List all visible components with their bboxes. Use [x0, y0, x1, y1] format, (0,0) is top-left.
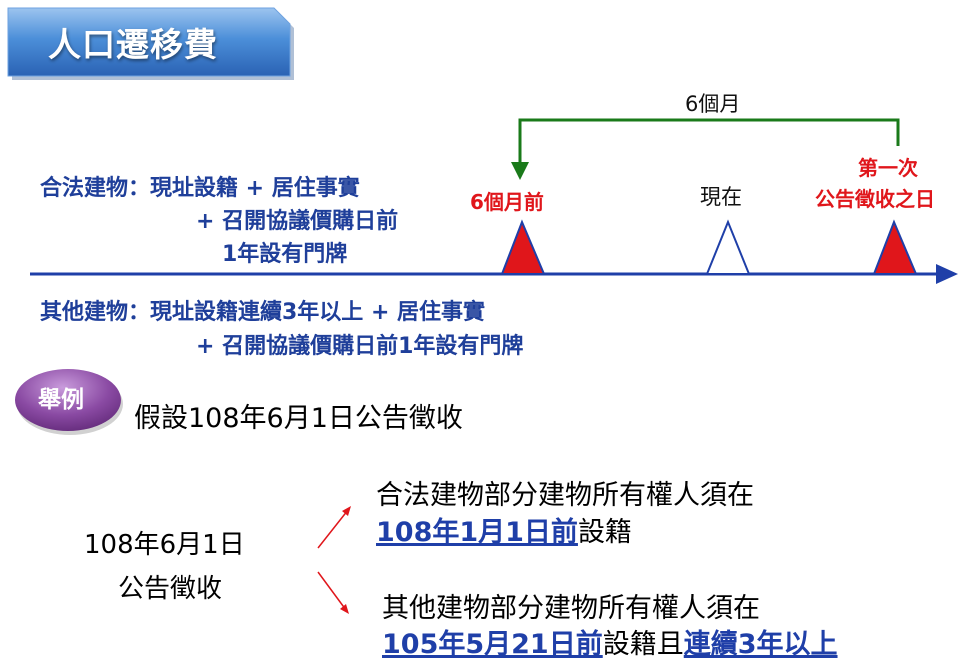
now-marker: [705, 219, 751, 275]
now-label: 現在: [700, 185, 742, 209]
title-banner: [7, 7, 294, 80]
other-deadline: 105年5月21日前: [382, 629, 603, 660]
legal-building-line2: + 召開協議價購日前: [196, 209, 399, 234]
announcement-label-line1: 第一次: [858, 156, 918, 180]
announcement-marker: [872, 219, 918, 275]
arrow-up-right: [317, 509, 349, 549]
six-months-before-label: 6個月前: [470, 190, 544, 214]
example-legal-line1: 合法建物部分建物所有權人須在: [376, 480, 754, 511]
timeline-arrowhead: [936, 264, 958, 284]
example-other-line2: 105年5月21日前設籍且連續3年以上: [382, 629, 838, 660]
other-building-line2: + 召開協議價購日前1年設有門牌: [196, 334, 524, 359]
example-other-line1: 其他建物部分建物所有權人須在: [382, 593, 760, 624]
example-badge-label: 舉例: [38, 387, 84, 413]
six-month-bracket: [518, 118, 900, 165]
arrow-down-right: [317, 571, 347, 611]
other-continuous: 連續3年以上: [683, 629, 838, 660]
legal-building-line3: 1年設有門牌: [222, 242, 348, 267]
other-building-line1: 其他建物：現址設籍連續3年以上 + 居住事實: [40, 300, 486, 325]
page-title: 人口遷移費: [48, 25, 218, 64]
legal-deadline: 108年1月1日前: [376, 517, 578, 548]
example-assumption: 假設108年6月1日公告徵收: [134, 403, 463, 434]
six-months-before-marker: [500, 219, 546, 275]
example-badge: [15, 369, 123, 435]
example-date: 108年6月1日: [84, 530, 245, 560]
legal-building-line1: 合法建物：現址設籍 + 居住事實: [40, 176, 360, 201]
announcement-label-line2: 公告徵收之日: [815, 187, 935, 211]
example-legal-line2: 108年1月1日前設籍: [376, 517, 632, 548]
bracket-arrowhead: [511, 162, 529, 180]
example-date-caption: 公告徵收: [118, 574, 223, 604]
six-month-span-label: 6個月: [685, 92, 741, 116]
